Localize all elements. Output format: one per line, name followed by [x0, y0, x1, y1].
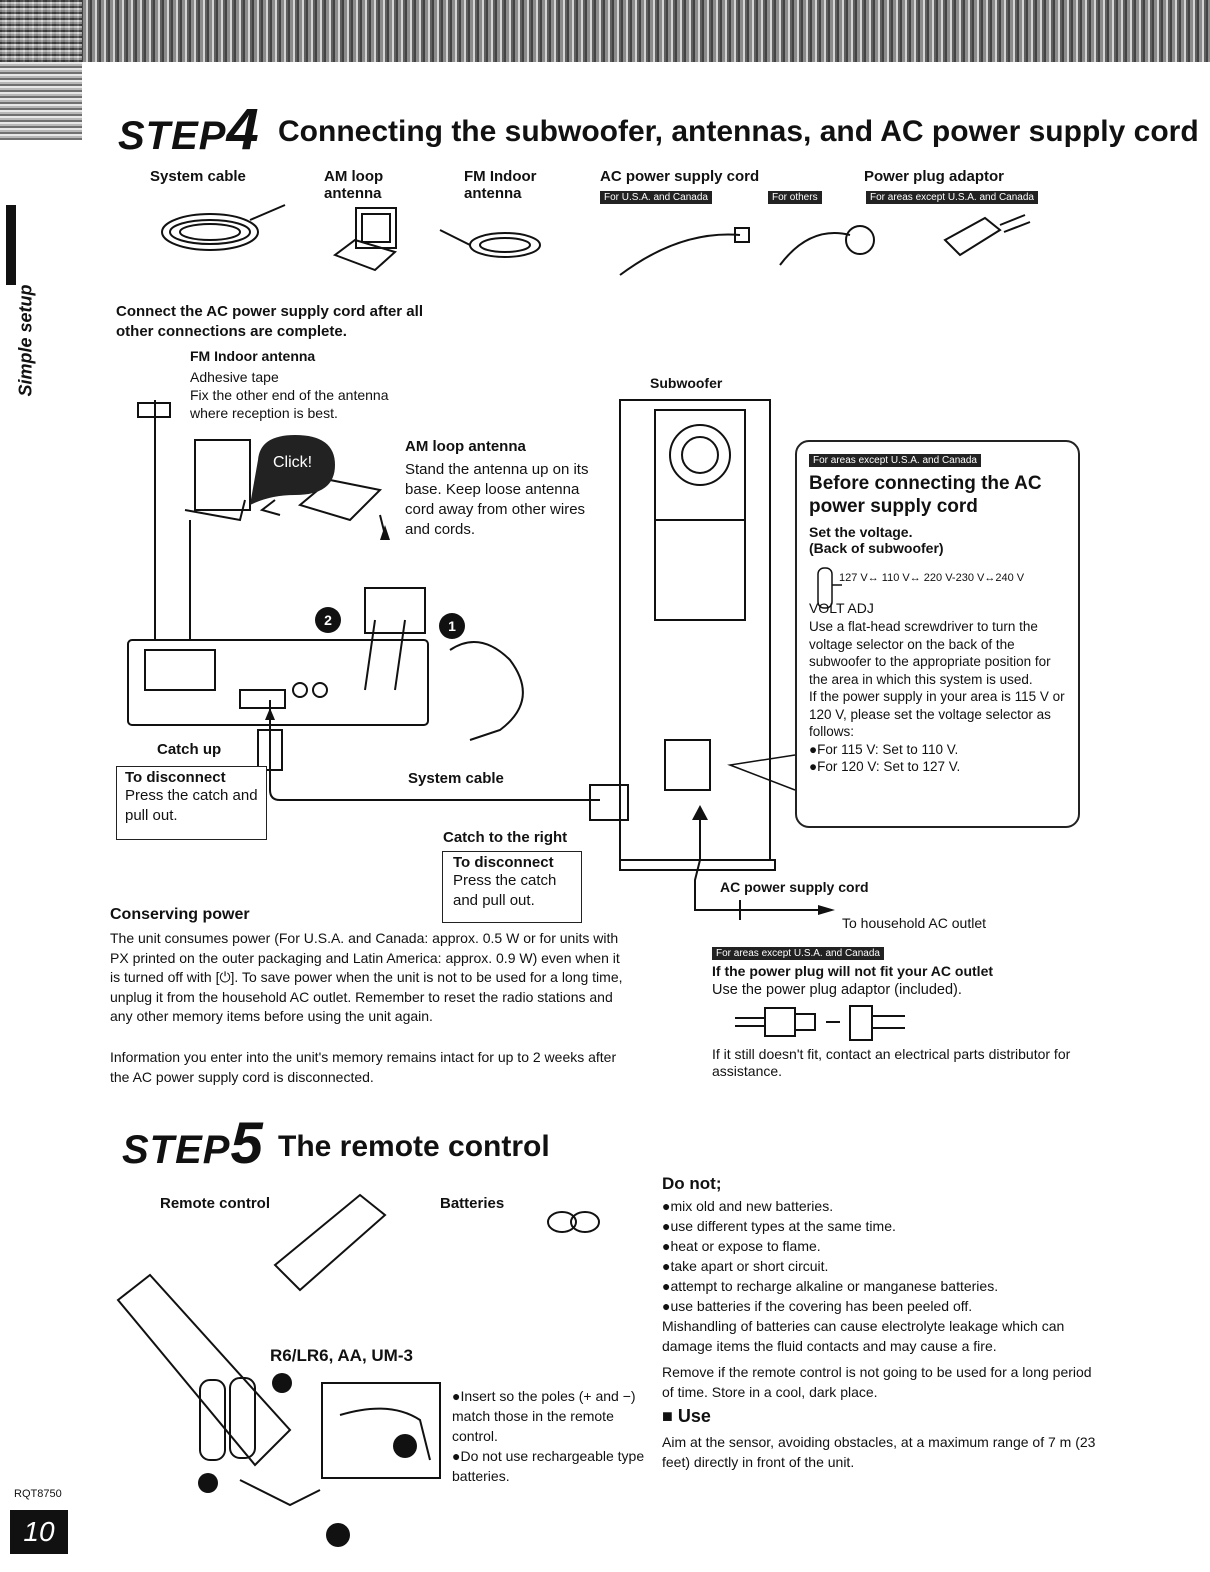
mishandling-text: Mishandling of batteries can cause elect… [662, 1318, 1065, 1354]
voltage-heading: Before connecting the AC power supply co… [809, 473, 1042, 517]
tag-usa-canada: For U.S.A. and Canada [600, 191, 712, 204]
conserving-heading: Conserving power [110, 906, 250, 923]
use-heading: ■ Use [662, 1406, 711, 1426]
fm-adhesive-tape: Adhesive tape [190, 369, 279, 385]
donot-heading: Do not; [662, 1174, 722, 1193]
item-am-loop: AM loop [324, 168, 384, 185]
conserving-text-2: Information you enter into the unit's me… [110, 1049, 617, 1085]
voltage-body: Use a flat-head screwdriver to turn the … [809, 619, 1051, 687]
insert-note: ●Insert so the poles (+ and −) match tho… [452, 1388, 636, 1444]
donot-item: ●heat or expose to flame. [662, 1238, 821, 1254]
remove-text: Remove if the remote control is not goin… [662, 1364, 1092, 1400]
donot-item: ●take apart or short circuit. [662, 1258, 829, 1274]
step5-word: STEP [122, 1128, 231, 1172]
item-fm-indoor-2: antenna [464, 185, 522, 202]
donot-item: ●mix old and new batteries. [662, 1198, 834, 1214]
catch-right-label: Catch to the right [443, 829, 568, 846]
disconnect-box-2: To disconnect Press the catch and pull o… [442, 851, 582, 923]
ac-cord-label: AC power supply cord [720, 879, 869, 895]
plug-adaptor-icon [735, 1005, 905, 1041]
fm-fix-text: Fix the other end of the antenna [190, 387, 389, 403]
doc-code: RQT8750 [14, 1488, 62, 1500]
am-antenna-text: Stand the antenna up on its base. Keep l… [405, 461, 589, 538]
voltage-sub-1: Set the voltage. [809, 524, 913, 540]
step5-badge: STEP5 [122, 1110, 263, 1177]
disconnect-box-1: To disconnect Press the catch and pull o… [116, 766, 267, 840]
donot-item: ●attempt to recharge alkaline or mangane… [662, 1278, 999, 1294]
voltage-sub-2: (Back of subwoofer) [809, 540, 944, 556]
disconnect-2-heading: To disconnect [453, 854, 554, 871]
top-texture-band [0, 0, 1210, 62]
item-fm-indoor: FM Indoor [464, 168, 537, 185]
fm-antenna-heading: FM Indoor antenna [190, 348, 316, 364]
batteries-label: Batteries [440, 1195, 505, 1212]
disconnect-1-text: Press the catch and pull out. [125, 787, 258, 824]
subwoofer-label: Subwoofer [650, 375, 723, 391]
plug-tag: For areas except U.S.A. and Canada [712, 947, 884, 960]
svg-text:1: 1 [448, 618, 456, 634]
item-am-loop-2: antenna [324, 185, 382, 202]
section-tab-marker [6, 205, 16, 285]
step5-title: The remote control [278, 1130, 550, 1163]
donot-list: ●mix old and new batteries. ●use differe… [662, 1196, 998, 1316]
am-antenna-heading: AM loop antenna [405, 438, 526, 455]
donot-item: ●use different types at the same time. [662, 1218, 896, 1234]
voltage-tag: For areas except U.S.A. and Canada [809, 454, 981, 467]
system-cable-label: System cable [408, 770, 504, 787]
page-number: 10 [10, 1510, 68, 1554]
voltage-callout: For areas except U.S.A. and Canada Befor… [795, 440, 1080, 828]
item-system-cable: System cable [150, 168, 246, 185]
tag-except: For areas except U.S.A. and Canada [866, 191, 1038, 204]
plug-text-2: If it still doesn't fit, contact an elec… [712, 1046, 1071, 1079]
remote-label: Remote control [160, 1195, 271, 1212]
conserving-text: The unit consumes power (For U.S.A. and … [110, 930, 623, 1024]
svg-text:2: 2 [324, 612, 332, 628]
plug-heading: If the power plug will not fit your AC o… [712, 963, 994, 979]
fm-reception-text: where reception is best. [190, 405, 338, 421]
step4-number: 4 [226, 97, 259, 162]
household-outlet-label: To household AC outlet [842, 915, 986, 931]
voltage-body-2: If the power supply in your area is 115 … [809, 689, 1065, 739]
battery-type: R6/LR6, AA, UM-3 [270, 1346, 413, 1365]
step5-number: 5 [230, 1111, 263, 1176]
use-text: Aim at the sensor, avoiding obstacles, a… [662, 1434, 1096, 1470]
step4-badge: STEP4 [118, 96, 259, 163]
accessory-illustrations [161, 204, 1031, 276]
voltage-bullet-1: ●For 115 V: Set to 110 V. [809, 741, 959, 757]
voltage-scale: 127 V↔ 110 V↔ 220 V-230 V↔240 V [839, 572, 1025, 584]
item-plug-adaptor: Power plug adaptor [864, 168, 1005, 185]
voltage-bullet-2: ●For 120 V: Set to 127 V. [809, 759, 961, 774]
rechargeable-note: ●Do not use rechargeable type batteries. [452, 1448, 645, 1484]
volt-adj-label: VOLT ADJ [809, 600, 874, 616]
click-bubble: Click! [273, 454, 313, 471]
step4-word: STEP [118, 114, 227, 158]
left-texture-band [0, 0, 82, 140]
catch-up-label: Catch up [157, 741, 222, 758]
tag-others: For others [768, 191, 822, 204]
donot-item: ●use batteries if the covering has been … [662, 1298, 973, 1314]
voltage-selector-icon [727, 567, 842, 791]
disconnect-1-heading: To disconnect [125, 769, 226, 786]
item-ac-cord: AC power supply cord [600, 168, 760, 185]
step4-title: Connecting the subwoofer, antennas, and … [278, 115, 1199, 148]
connect-note: Connect the AC power supply cord after a… [116, 303, 423, 340]
disconnect-2-text: Press the catch and pull out. [453, 872, 557, 909]
plug-text: Use the power plug adaptor (included). [712, 982, 962, 998]
